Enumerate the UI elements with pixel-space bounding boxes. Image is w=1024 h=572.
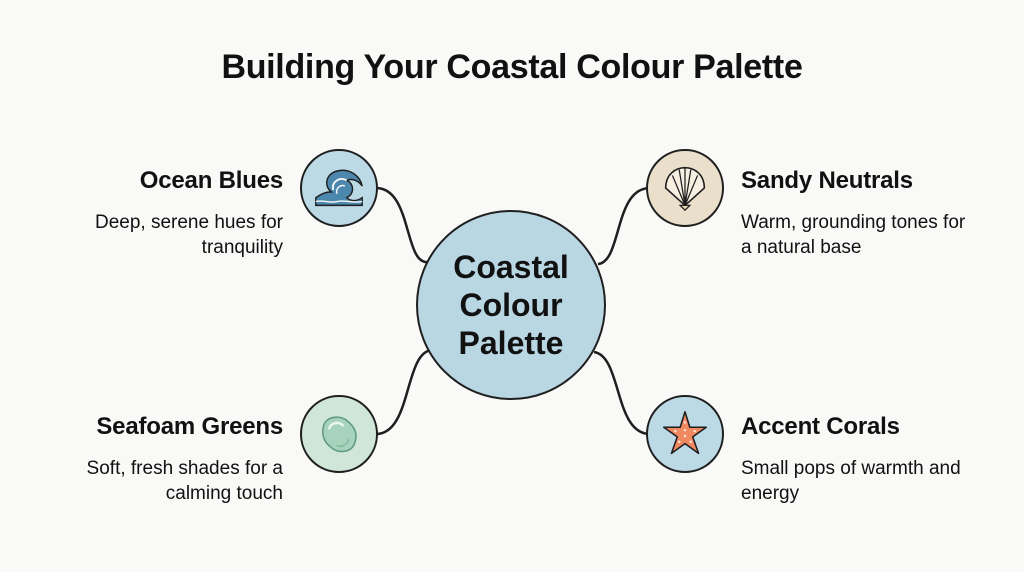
seafoam-greens-description: Soft, fresh shades for a calming touch xyxy=(86,458,283,504)
sea-glass-icon xyxy=(322,416,357,453)
seafoam-greens-icon-circle xyxy=(300,395,378,473)
ocean-blues-icon-circle xyxy=(300,149,378,227)
central-node-label: Coastal Colour Palette xyxy=(453,249,569,361)
accent-corals-title: Accent Corals xyxy=(741,413,900,440)
sandy-neutrals-description: Warm, grounding tones for a natural base xyxy=(741,212,966,258)
ocean-blues-description: Deep, serene hues for tranquility xyxy=(94,212,283,258)
central-node: Coastal Colour Palette xyxy=(416,210,606,400)
connector-accent-corals xyxy=(593,350,651,436)
connector-seafoam-greens xyxy=(375,348,433,436)
sandy-neutrals-icon-circle xyxy=(646,149,724,227)
seafoam-greens-title: Seafoam Greens xyxy=(96,413,283,440)
sandy-neutrals-title: Sandy Neutrals xyxy=(741,167,913,194)
seashell-icon xyxy=(664,166,706,212)
accent-corals-description: Small pops of warmth and energy xyxy=(741,458,961,504)
accent-corals-icon-circle xyxy=(646,395,724,473)
ocean-blues-title: Ocean Blues xyxy=(139,167,283,194)
connector-ocean-blues xyxy=(375,186,429,264)
connector-sandy-neutrals xyxy=(597,186,651,266)
diagram-title: Building Your Coastal Colour Palette xyxy=(221,48,803,86)
wave-icon xyxy=(315,169,363,207)
starfish-icon xyxy=(662,410,708,455)
